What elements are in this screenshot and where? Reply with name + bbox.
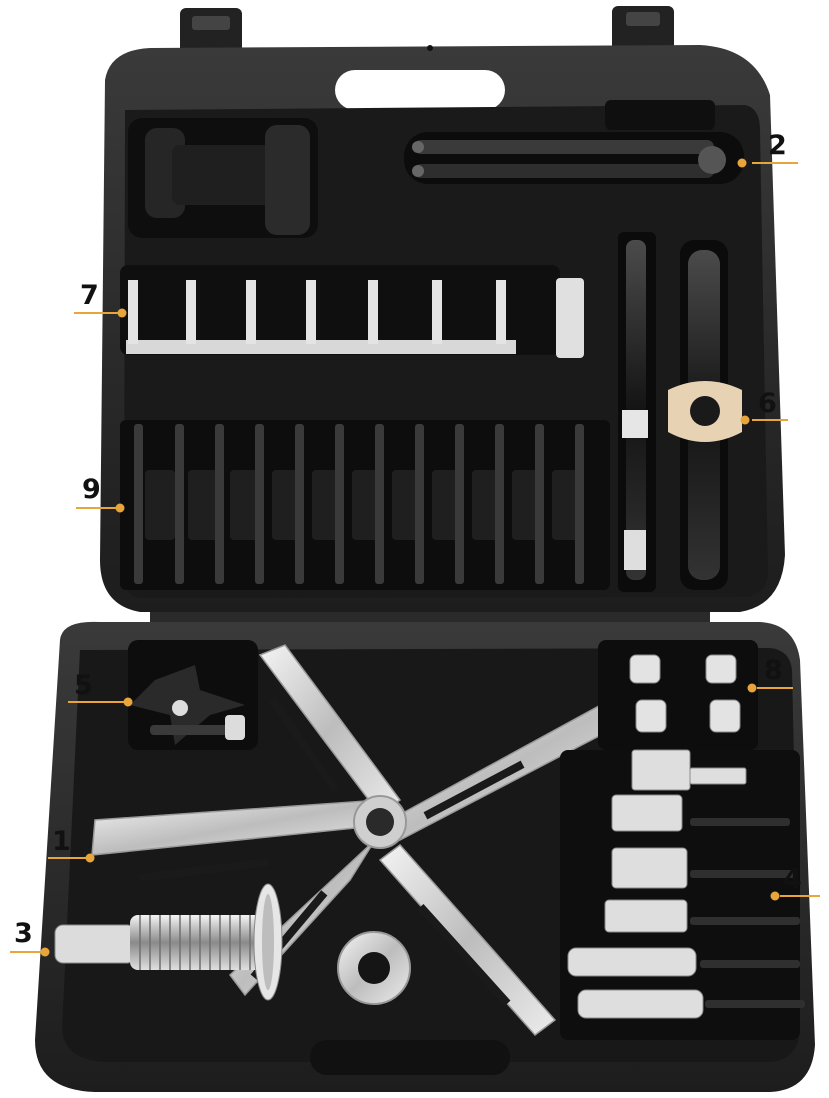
handle-opening xyxy=(335,70,505,110)
leader-line-8 xyxy=(757,687,793,689)
leader-line-4 xyxy=(780,895,820,897)
bottom-handle xyxy=(310,1040,510,1075)
leader-line-2 xyxy=(752,162,798,164)
spanner-wrench xyxy=(404,100,744,184)
leader-dot-7 xyxy=(117,308,127,318)
leader-dot-5 xyxy=(123,697,133,707)
callout-2: 2 xyxy=(768,130,787,161)
adapter-set xyxy=(598,640,758,750)
threaded-rods-rack xyxy=(120,420,610,590)
callout-8: 8 xyxy=(764,655,783,686)
callout-3: 3 xyxy=(14,918,33,949)
forcing-screw xyxy=(54,883,283,1001)
case-lid xyxy=(100,6,785,612)
leader-dot-4 xyxy=(770,891,780,901)
leader-line-5 xyxy=(68,701,124,703)
leader-line-1 xyxy=(48,857,86,859)
callout-5: 5 xyxy=(74,670,93,701)
leader-line-6 xyxy=(752,419,788,421)
leader-line-9 xyxy=(76,507,116,509)
callout-1: 1 xyxy=(52,826,71,857)
leader-dot-3 xyxy=(40,947,50,957)
puller-body-slot xyxy=(128,118,318,238)
leader-dot-9 xyxy=(115,503,125,513)
leader-line-3 xyxy=(10,951,42,953)
case-base xyxy=(35,621,815,1092)
leader-dot-8 xyxy=(747,683,757,693)
leader-dot-2 xyxy=(737,158,747,168)
callout-6: 6 xyxy=(758,388,777,419)
pin-set-row xyxy=(120,265,584,358)
leader-line-7 xyxy=(74,312,118,314)
callout-9: 9 xyxy=(82,474,101,505)
tap-wrench xyxy=(668,240,742,590)
small-puller xyxy=(128,640,258,750)
callout-4: 4 xyxy=(783,864,802,895)
washer xyxy=(337,931,411,1005)
extension-rod xyxy=(618,232,656,592)
leader-dot-6 xyxy=(740,415,750,425)
leader-dot-1 xyxy=(85,853,95,863)
bolt-sleeve-set xyxy=(560,749,805,1040)
callout-7: 7 xyxy=(80,280,99,311)
